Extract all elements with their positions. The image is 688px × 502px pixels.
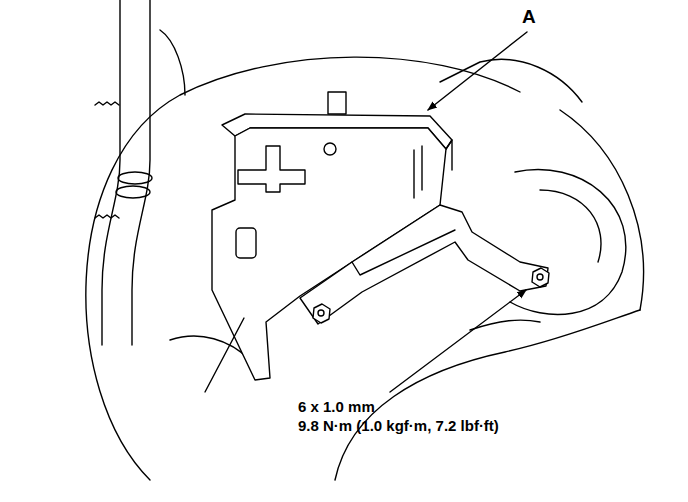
bolt-size: 6 x 1.0 mm	[298, 398, 375, 415]
torque-spec: 9.8 N·m (1.0 kgf·m, 7.2 lbf·ft)	[298, 417, 499, 434]
part-letter: A	[522, 6, 536, 28]
